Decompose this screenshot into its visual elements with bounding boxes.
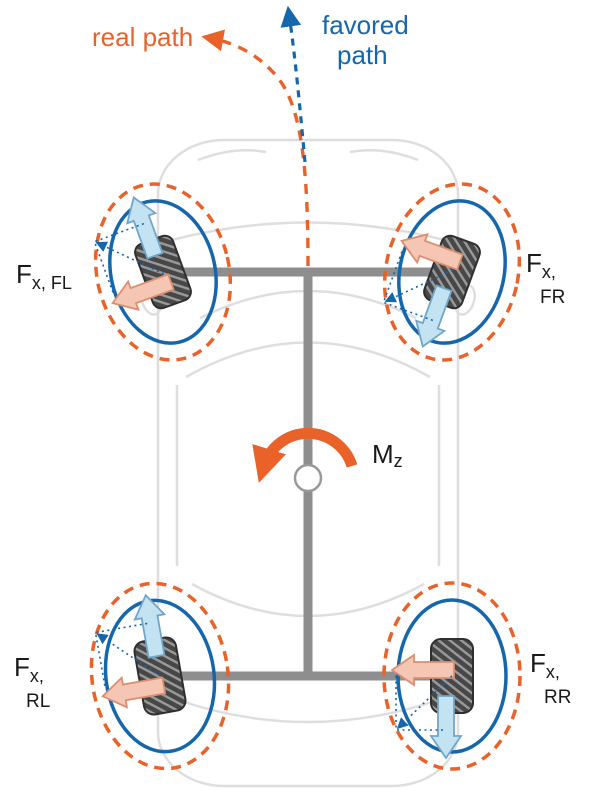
force-decomposition-lines-rl [94, 622, 151, 686]
favored-path-curve [280, 5, 307, 163]
label-fx-fr-symbol: F [526, 248, 542, 278]
label-fx-fl-symbol: F [16, 259, 32, 289]
wheel-front-right [382, 182, 522, 362]
grip-limit-dashed-rl [89, 581, 231, 771]
grip-limit-dashed-rr [382, 581, 522, 771]
yaw-moment-symbol: M [372, 439, 394, 469]
resultant-force-arrow-rr [396, 675, 453, 730]
label-fx-rr: Fx, [530, 648, 560, 682]
label-fx-rr-code: RR [544, 687, 571, 708]
resultant-force-arrow-rl [96, 633, 161, 677]
label-fx-fl-subscript: x, FL [32, 273, 72, 293]
label-fx-rl-subscript: x, [30, 666, 44, 686]
yaw-center-point [293, 463, 323, 493]
label-fx-fr-code: FR [540, 287, 565, 308]
label-fx-fl: Fx, FL [16, 259, 72, 293]
yaw-moment-subscript: z [394, 451, 403, 471]
car-headlight-left [197, 148, 267, 162]
favored-path-label-line2: path [337, 40, 388, 70]
car-headlight-right [349, 148, 419, 162]
longitudinal-force-arrow-fl [106, 266, 177, 319]
resultant-force-arrow-fl [95, 241, 165, 275]
traction-circle-rr [396, 598, 508, 754]
wheel-rear-left [89, 581, 231, 771]
label-fx-fr: Fx, [526, 248, 556, 282]
yaw-moment-arrow [252, 428, 358, 483]
label-fx-rl-code: RL [26, 691, 50, 712]
traction-circle-fl [108, 199, 218, 345]
wheel-rear-right [382, 581, 522, 771]
label-fx-rr-subscript: x, [546, 662, 560, 682]
car-trunk-line [177, 698, 439, 724]
resultant-force-arrow-fr [384, 269, 454, 303]
yaw-moment-label: Mz [372, 439, 403, 471]
grip-limit-dashed-fr [382, 182, 522, 362]
label-fx-fr-subscript: x, [542, 262, 556, 282]
favored-path-label-line1: favored [322, 10, 409, 40]
real-path-curve [201, 29, 310, 267]
real-path-label: real path [92, 22, 193, 52]
label-fx-rr-symbol: F [530, 648, 546, 678]
traction-circle-fr [397, 199, 507, 345]
car-chassis-outline [156, 138, 460, 788]
wheel-front-left [93, 182, 233, 362]
label-fx-rl: Fx, [14, 652, 44, 686]
label-fx-rl-symbol: F [14, 652, 30, 682]
force-decomposition-lines-fr [382, 251, 435, 322]
force-decomposition-lines-rr [395, 676, 446, 731]
